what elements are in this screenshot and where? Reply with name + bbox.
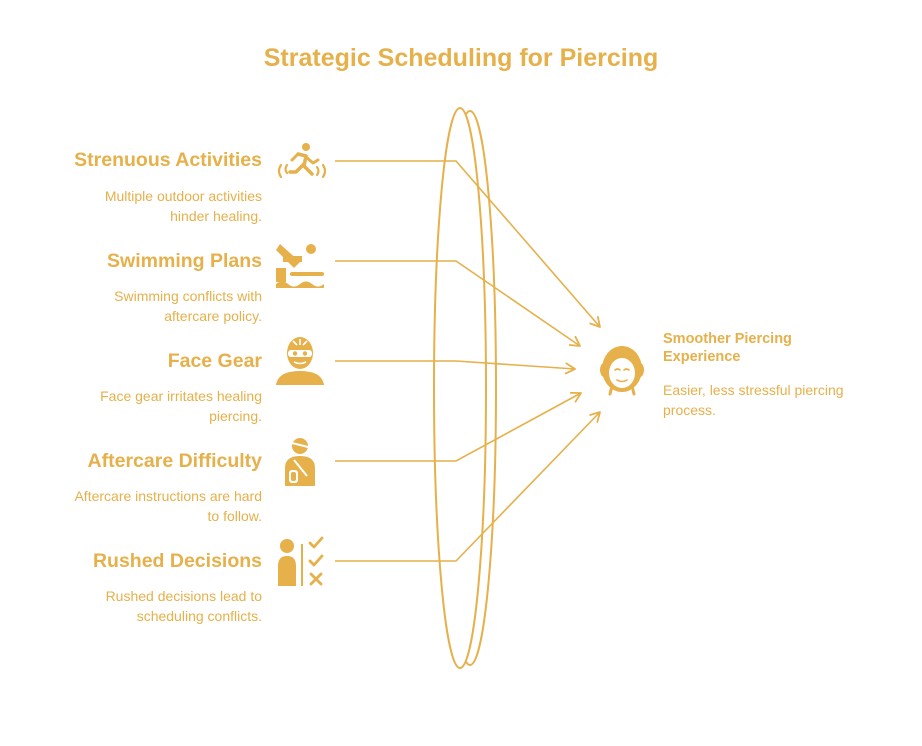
factor-desc-rushed-decisions: Rushed decisions lead to scheduling conf… (12, 586, 262, 626)
factor-title-aftercare-difficulty: Aftercare Difficulty (87, 450, 262, 472)
masked-face-icon (276, 337, 324, 385)
factor-desc-line: aftercare policy. (164, 308, 262, 324)
factor-desc-strenuous-activities: Multiple outdoor activities hinder heali… (12, 186, 262, 226)
factor-desc-swimming-plans: Swimming conflicts with aftercare policy… (12, 286, 262, 326)
connector-aftercare-difficulty (335, 392, 582, 462)
running-person-icon (277, 143, 327, 179)
outcome-title: Smoother Piercing Experience (663, 330, 853, 366)
swimmer-diving-icon (276, 244, 324, 288)
factor-title-face-gear: Face Gear (167, 350, 262, 372)
factor-title-rushed-decisions: Rushed Decisions (92, 550, 262, 572)
factor-desc-line: Aftercare instructions are hard (74, 488, 262, 504)
decision-checklist-icon (278, 536, 324, 586)
outcome-desc-line: process. (663, 402, 716, 418)
factor-desc-line: Face gear irritates healing (100, 388, 262, 404)
outcome-desc-line: Easier, less stressful piercing (663, 382, 844, 398)
outcome-desc: Easier, less stressful piercing process. (663, 380, 883, 420)
connectors (335, 160, 601, 562)
factor-desc-line: Swimming conflicts with (114, 288, 262, 304)
lens-shape (433, 107, 497, 669)
factor-desc-line: Rushed decisions lead to (105, 588, 262, 604)
connector-swimming-plans (335, 260, 581, 347)
factor-desc-face-gear: Face gear irritates healing piercing. (12, 386, 262, 426)
factor-desc-line: scheduling conflicts. (136, 608, 262, 624)
factor-desc-line: hinder healing. (170, 208, 262, 224)
factor-desc-line: Multiple outdoor activities (104, 188, 262, 204)
injured-person-icon (285, 438, 315, 486)
lens-front-rim (433, 107, 487, 669)
outcome-title-line: Experience (663, 349, 741, 365)
connector-rushed-decisions (335, 411, 601, 562)
connector-strenuous-activities (335, 160, 601, 328)
outcome-title-line: Smoother Piercing (663, 331, 792, 347)
factor-desc-line: to follow. (207, 508, 262, 524)
calm-face-icon (600, 346, 644, 396)
factor-desc-aftercare-difficulty: Aftercare instructions are hard to follo… (12, 486, 262, 526)
connector-face-gear (335, 360, 576, 375)
factor-title-strenuous-activities: Strenuous Activities (74, 149, 262, 171)
factor-desc-line: piercing. (209, 408, 262, 424)
factor-title-swimming-plans: Swimming Plans (107, 250, 262, 272)
diagram-title: Strategic Scheduling for Piercing (263, 44, 659, 72)
